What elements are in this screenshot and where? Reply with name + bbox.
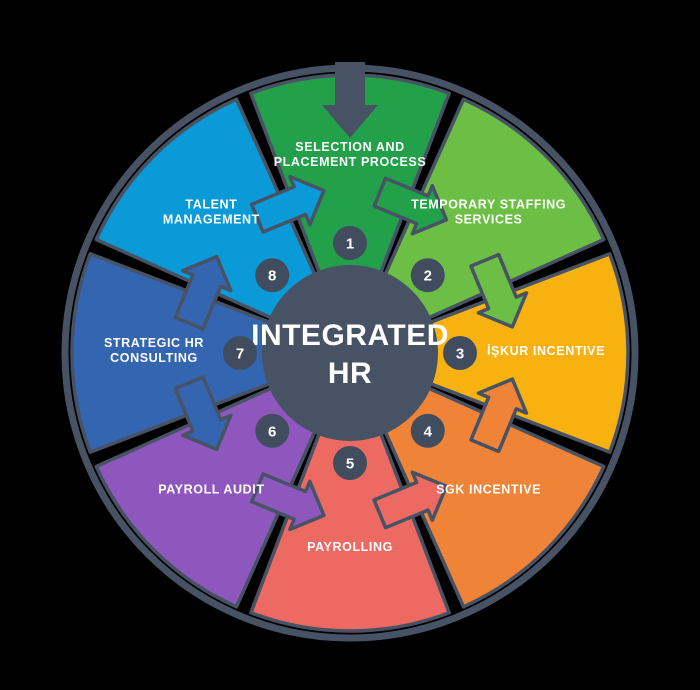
top-inflow-arrow xyxy=(322,62,378,138)
segment-badge-number-3: 3 xyxy=(456,346,464,363)
segment-badge-number-1: 1 xyxy=(346,236,354,253)
segment-badge-number-6: 6 xyxy=(268,423,276,440)
segment-label-2: TEMPORARY STAFFING xyxy=(411,197,566,211)
segment-label-1: SELECTION AND xyxy=(295,140,404,154)
segment-badge-6[interactable]: 6 xyxy=(255,413,290,448)
segment-label-5: PAYROLLING xyxy=(307,540,393,554)
segment-badge-number-7: 7 xyxy=(236,346,244,363)
segment-label-2: SERVICES xyxy=(455,212,523,226)
segment-badge-2[interactable]: 2 xyxy=(410,258,445,293)
hub-circle xyxy=(262,265,438,441)
segment-label-7: STRATEGIC HR xyxy=(104,336,204,350)
segment-badge-number-5: 5 xyxy=(346,456,354,473)
segment-badge-1[interactable]: 1 xyxy=(333,226,367,260)
segment-badge-number-8: 8 xyxy=(268,268,276,285)
segment-label-8: MANAGEMENT xyxy=(163,212,260,226)
segment-label-4: SGK INCENTIVE xyxy=(436,483,541,497)
segment-badge-group: 1 2 3 4 5 6 7 8 xyxy=(223,226,477,480)
connector-arrow-4 xyxy=(469,377,529,454)
segment-label-1: PLACEMENT PROCESS xyxy=(274,155,427,169)
segment-label-6: PAYROLL AUDIT xyxy=(158,483,264,497)
connector-arrow-3 xyxy=(469,252,529,329)
segment-badge-7[interactable]: 7 xyxy=(223,336,257,370)
segment-label-3: İŞKUR INCENTIVE xyxy=(487,343,605,358)
connector-arrow-6 xyxy=(249,472,326,532)
connector-arrow-2 xyxy=(372,176,449,236)
connector-arrow-8 xyxy=(173,254,233,331)
segment-badge-3[interactable]: 3 xyxy=(443,336,477,370)
connector-arrow-5 xyxy=(372,470,449,530)
segment-badge-8[interactable]: 8 xyxy=(255,258,290,293)
hub-title-line2: HR xyxy=(328,357,372,390)
segment-label-7: CONSULTING xyxy=(110,351,198,365)
connector-arrow-1 xyxy=(249,174,326,234)
connector-arrow-group xyxy=(173,174,529,532)
segment-badge-number-2: 2 xyxy=(424,268,432,285)
segment-badge-4[interactable]: 4 xyxy=(410,413,445,448)
segment-badge-number-4: 4 xyxy=(424,423,433,440)
connector-arrow-7 xyxy=(173,375,233,452)
segment-badge-5[interactable]: 5 xyxy=(333,446,367,480)
hub-title-line1: INTEGRATED xyxy=(251,319,449,352)
segment-label-8: TALENT xyxy=(185,197,237,211)
